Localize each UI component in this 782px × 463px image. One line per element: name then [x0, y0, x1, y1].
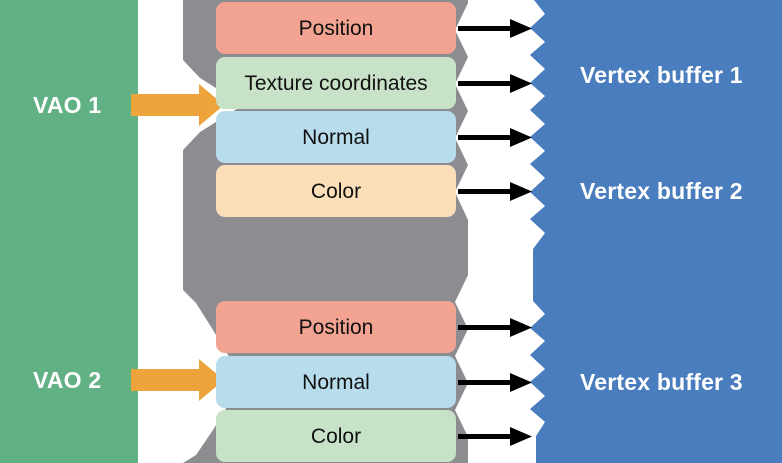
- connector-arrows: [458, 19, 532, 446]
- attribute-box-color-1[interactable]: Color: [216, 165, 456, 217]
- attribute-label: Position: [298, 16, 374, 40]
- connector-position-1-arrow: [458, 19, 532, 38]
- buffer-label-2-text: Vertex buffer 2: [580, 178, 743, 204]
- buffer-label-3: Vertex buffer 3: [580, 371, 743, 394]
- vao-label-1-text: VAO 1: [33, 92, 102, 118]
- attribute-label: Normal: [302, 370, 370, 394]
- attribute-box-position-1[interactable]: Position: [216, 2, 456, 54]
- attribute-label: Texture coordinates: [244, 71, 428, 95]
- buffer-label-1: Vertex buffer 1: [580, 64, 743, 87]
- attribute-label: Color: [310, 179, 362, 203]
- connector-normal-1-arrow: [458, 128, 532, 147]
- connector-normal-2-arrow: [458, 373, 532, 392]
- orange-arrow-vao-2: [131, 359, 224, 401]
- attribute-label: Normal: [302, 125, 370, 149]
- attribute-label: Color: [310, 424, 362, 448]
- buffer-label-1-text: Vertex buffer 1: [580, 62, 743, 88]
- attribute-label: Position: [298, 315, 374, 339]
- connector-position-2-arrow: [458, 318, 532, 337]
- buffer-panel: [530, 0, 782, 463]
- connector-color-2-arrow: [458, 427, 532, 446]
- connector-texcoord-1-arrow: [458, 74, 532, 93]
- attribute-box-position-2[interactable]: Position: [216, 301, 456, 353]
- orange-arrow-vao-1: [131, 84, 224, 126]
- attribute-box-normal-1[interactable]: Normal: [216, 111, 456, 163]
- buffer-label-3-text: Vertex buffer 3: [580, 369, 743, 395]
- vao-label-2-text: VAO 2: [33, 367, 102, 393]
- attribute-box-texcoord-1[interactable]: Texture coordinates: [216, 57, 456, 109]
- connector-color-1-arrow: [458, 182, 532, 201]
- vao-label-1: VAO 1: [33, 94, 101, 117]
- attribute-box-color-2[interactable]: Color: [216, 410, 456, 462]
- vao-panel: [0, 0, 138, 463]
- vao-label-2: VAO 2: [33, 369, 101, 392]
- buffer-label-2: Vertex buffer 2: [580, 180, 743, 203]
- attribute-box-normal-2[interactable]: Normal: [216, 356, 456, 408]
